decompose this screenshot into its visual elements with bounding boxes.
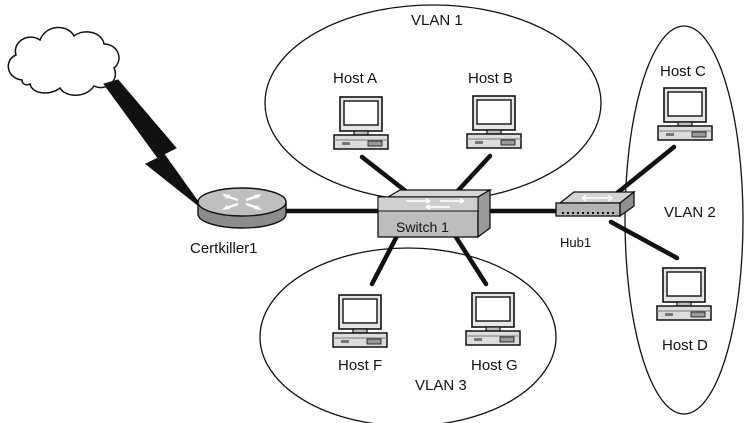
lightning-link-icon [103, 79, 205, 211]
host-c-computer-icon [657, 87, 713, 141]
cable-hub-hostd [608, 219, 680, 261]
host-a-computer-icon [333, 96, 389, 150]
vlan2-boundary [624, 25, 744, 415]
vlan3-boundary [259, 247, 557, 423]
host-d-label: Host D [662, 337, 708, 354]
switch-label: Switch 1 [396, 219, 449, 235]
cable-switch-hostf [369, 231, 401, 287]
hub-icon [555, 190, 636, 218]
vlan2-label: VLAN 2 [664, 204, 716, 221]
host-f-computer-icon [332, 294, 388, 348]
host-f-label: Host F [338, 357, 383, 374]
router-label: Certkiller1 [190, 240, 258, 257]
cable-switch-hostb [450, 153, 493, 199]
cable-switch-hostg [451, 231, 489, 287]
cloud-icon [7, 26, 120, 96]
switch-icon [377, 188, 493, 239]
vlan1-label: VLAN 1 [411, 12, 463, 29]
host-g-label: Host G [471, 357, 518, 374]
host-d-computer-icon [656, 267, 712, 321]
host-c-label: Host C [660, 63, 706, 80]
host-a-label: Host A [333, 70, 378, 87]
host-b-computer-icon [466, 95, 522, 149]
host-b-label: Host B [468, 70, 514, 87]
hub-label: Hub1 [560, 235, 592, 250]
host-g-computer-icon [465, 292, 521, 346]
vlan3-label: VLAN 3 [415, 377, 467, 394]
router-icon [197, 187, 287, 229]
vlan1-boundary [264, 4, 602, 202]
